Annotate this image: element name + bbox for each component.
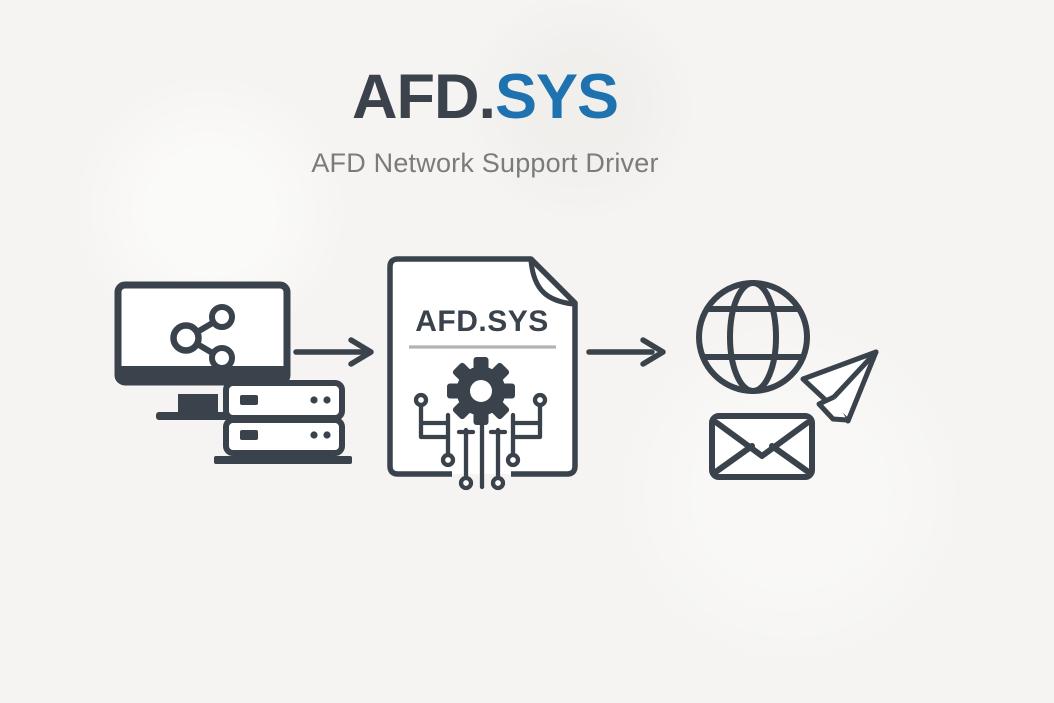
file-name-label: AFD.SYS xyxy=(415,305,549,338)
share-icon xyxy=(170,304,235,371)
arrow-right-icon xyxy=(586,337,666,367)
paper-plane-icon xyxy=(800,349,879,424)
page-title: AFD.SYS xyxy=(0,64,970,130)
server-stack-icon xyxy=(214,371,352,464)
circuit-traces-icon xyxy=(413,392,548,491)
envelope-icon xyxy=(709,413,815,480)
gear-icon xyxy=(447,357,515,425)
page-header: AFD.SYS AFD Network Support Driver xyxy=(0,64,970,179)
globe-icon xyxy=(696,280,810,394)
folded-corner xyxy=(528,258,576,307)
page-subtitle: AFD Network Support Driver xyxy=(311,148,659,179)
monitor-share-icon xyxy=(114,281,291,420)
title-accent: SYS xyxy=(494,62,619,132)
arrow-right-icon xyxy=(293,337,374,367)
title-primary: AFD. xyxy=(351,62,496,132)
